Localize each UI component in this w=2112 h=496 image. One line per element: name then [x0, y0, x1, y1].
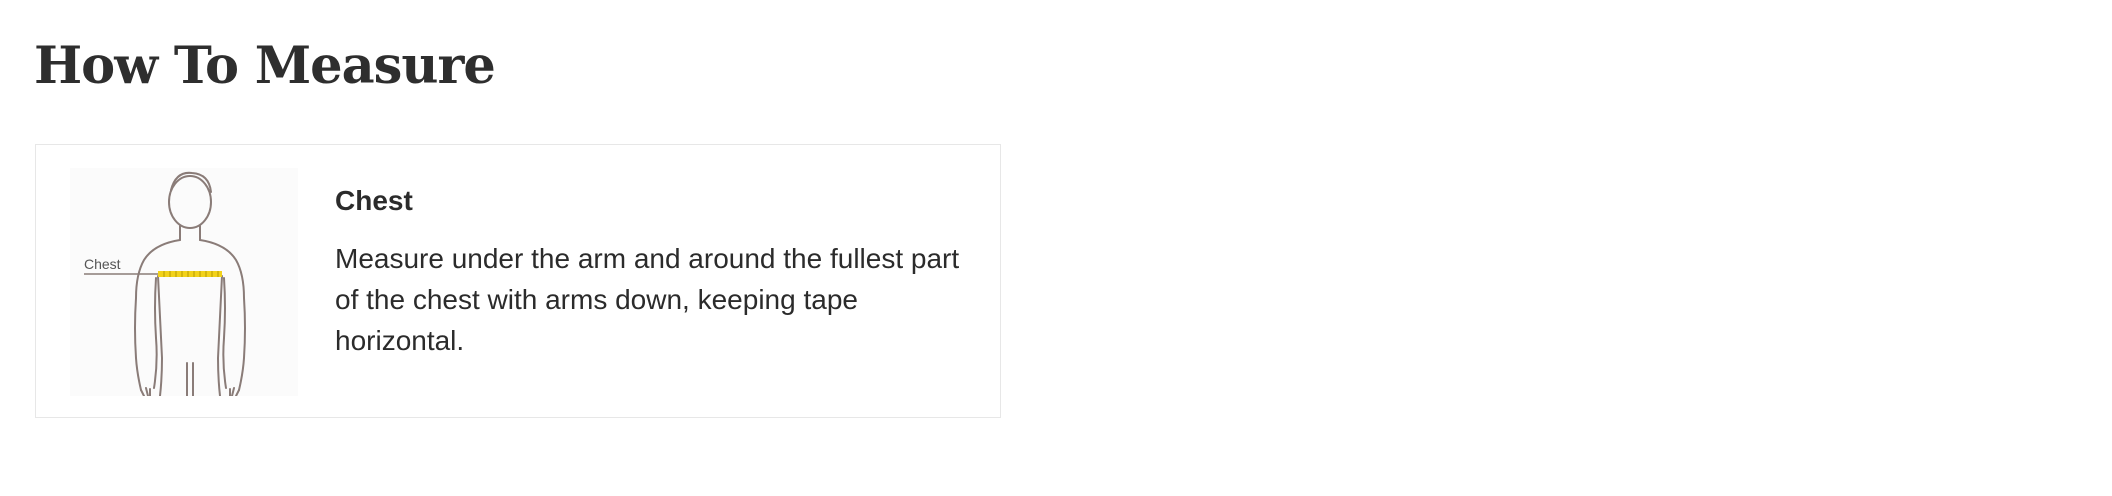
chest-measurement-illustration: Chest	[70, 168, 298, 396]
measurement-heading: Chest	[335, 185, 413, 216]
body-outline-figure: Chest	[84, 171, 246, 396]
measurement-text: Chest Measure under the arm and around t…	[335, 181, 975, 361]
measurement-card: Chest Chest Measure under the arm and ar…	[35, 144, 1001, 418]
figure-label: Chest	[84, 256, 121, 272]
page-title: How To Measure	[34, 36, 496, 96]
tape-measure	[158, 271, 222, 277]
measurement-description: Measure under the arm and around the ful…	[335, 243, 960, 356]
